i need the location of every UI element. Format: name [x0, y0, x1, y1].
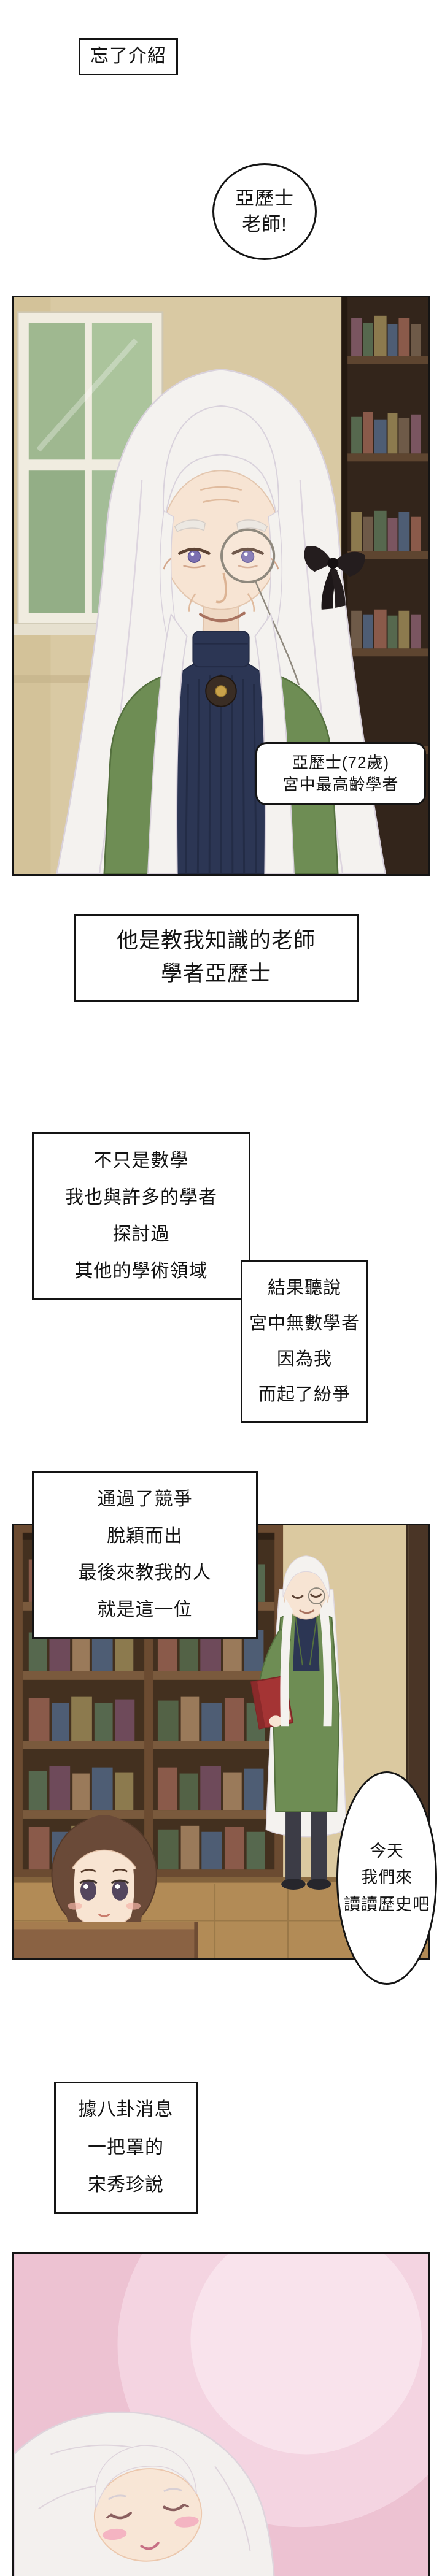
caption-line: 不只是數學 [93, 1151, 189, 1171]
brooch [205, 675, 237, 707]
caption-gossip: 據八卦消息 一把罩的 宋秀珍說 [54, 2082, 198, 2214]
caption-line: 最後來教我的人 [78, 1563, 212, 1583]
desk [14, 1922, 198, 1958]
bubble-history-line: 讀讀歷史吧 [344, 1895, 430, 1914]
caption-intro-text: 忘了介紹 [90, 46, 166, 66]
turtleneck-collar [192, 631, 250, 668]
caption-line: 因為我 [276, 1349, 332, 1369]
caption-line: 一把罩的 [88, 2137, 164, 2158]
hair-bow [304, 546, 365, 610]
speech-bubble-teacher-call: 亞歷士 老師! [212, 163, 317, 260]
caption-math: 不只是數學 我也與許多的學者 探討過 其他的學術領域 [32, 1132, 250, 1300]
caption-line: 他是教我知識的老師 [116, 929, 316, 953]
caption-competition: 通過了競爭 脫穎而出 最後來教我的人 就是這一位 [32, 1471, 258, 1639]
monocle [308, 1587, 325, 1604]
caption-line: 我也與許多的學者 [65, 1187, 217, 1208]
bubble-history-line: 今天 [370, 1842, 404, 1861]
caption-line: 探討過 [112, 1224, 170, 1244]
caption-line: 結果聽說 [267, 1278, 341, 1298]
name-tag-line: 宮中最高齡學者 [282, 775, 399, 794]
name-tag-line: 亞歷士(72歲) [292, 753, 390, 772]
caption-line: 通過了競爭 [97, 1489, 193, 1509]
caption-line: 據八卦消息 [78, 2099, 174, 2120]
caption-result: 結果聽說 宮中無數學者 因為我 而起了紛爭 [241, 1260, 368, 1423]
caption-line: 其他的學術領域 [74, 1261, 208, 1281]
child-figure [51, 1814, 157, 1934]
caption-line: 宋秀珍說 [88, 2175, 164, 2195]
caption-intro: 忘了介紹 [79, 38, 178, 75]
caption-line: 就是這一位 [97, 1600, 193, 1620]
bubble-call-line: 老師! [242, 213, 287, 235]
bubble-call-line: 亞歷士 [235, 188, 294, 210]
caption-line: 脫穎而出 [107, 1526, 183, 1546]
eyes [163, 547, 279, 570]
speech-bubble-history: 今天 我們來 讀讀歷史吧 [336, 1771, 437, 1985]
caption-line: 而起了紛爭 [258, 1385, 351, 1405]
pink-scene [14, 2254, 428, 2576]
panel-pink-scene [12, 2252, 430, 2576]
bubble-history-line: 我們來 [361, 1868, 413, 1887]
songxiuzhen-figure [14, 2411, 275, 2576]
caption-line: 宮中無數學者 [249, 1314, 360, 1333]
caption-teacher-intro: 他是教我知識的老師 學者亞歷士 [74, 914, 359, 1002]
monocle [220, 528, 300, 686]
name-tag: 亞歷士(72歲) 宮中最高齡學者 [255, 742, 426, 805]
teacher-standing-figure [250, 1555, 347, 1890]
caption-line: 學者亞歷士 [160, 962, 271, 986]
